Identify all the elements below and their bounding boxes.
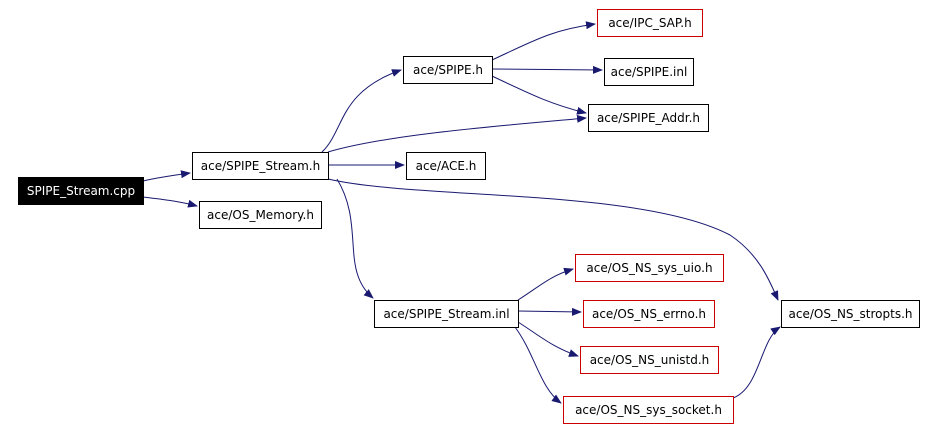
node-box (199, 201, 322, 229)
node-label: ace/SPIPE.h (413, 63, 483, 77)
edge-spipe-h-to-ipc-sap-h (491, 21, 596, 61)
edge-spipe-h-to-spipe-inl (491, 65, 603, 74)
node-box (403, 56, 493, 84)
node-spipe-stream-h[interactable]: ace/SPIPE_Stream.h (192, 152, 329, 180)
edge-spipe-stream-inl-to-os-ns-sys-uio-h (517, 267, 574, 301)
node-label: ace/OS_NS_sys_socket.h (575, 403, 722, 417)
edge-spipe-stream-inl-to-os-ns-errno-h (517, 307, 582, 316)
node-spipe-stream-cpp: SPIPE_Stream.cpp (18, 177, 144, 205)
edges-layer (142, 21, 781, 404)
node-spipe-h[interactable]: ace/SPIPE.h (403, 56, 493, 84)
node-box (588, 104, 709, 132)
edge-spipe-stream-cpp-to-os-memory-h (142, 196, 198, 208)
node-box (580, 346, 719, 374)
node-box (192, 152, 329, 180)
node-box (597, 9, 703, 37)
node-spipe-stream-inl[interactable]: ace/SPIPE_Stream.inl (374, 300, 519, 328)
node-os-ns-unistd-h[interactable]: ace/OS_NS_unistd.h (580, 346, 719, 374)
node-label: ace/IPC_SAP.h (608, 16, 691, 30)
node-box (604, 58, 694, 86)
edge-spipe-stream-cpp-to-spipe-stream-h (142, 170, 191, 182)
node-label: ace/SPIPE_Stream.inl (383, 307, 509, 321)
node-box (374, 300, 519, 328)
node-label: ace/ACE.h (416, 159, 477, 173)
node-ipc-sap-h[interactable]: ace/IPC_SAP.h (597, 9, 703, 37)
node-label: ace/OS_NS_stropts.h (789, 307, 913, 321)
edge-spipe-stream-inl-to-os-ns-sys-socket-h (514, 326, 562, 404)
node-box (781, 300, 920, 328)
edge-spipe-stream-h-to-spipe-stream-inl (336, 178, 374, 299)
node-box (583, 300, 715, 328)
edge-spipe-stream-h-to-spipe-addr-h (327, 114, 587, 153)
node-label: ace/OS_Memory.h (207, 208, 314, 222)
node-os-ns-sys-socket-h[interactable]: ace/OS_NS_sys_socket.h (563, 396, 734, 424)
node-box (406, 152, 486, 180)
node-ace-h[interactable]: ace/ACE.h (406, 152, 486, 180)
node-label: ace/SPIPE.inl (611, 65, 688, 79)
node-os-ns-sys-uio-h[interactable]: ace/OS_NS_sys_uio.h (575, 254, 724, 282)
node-box (575, 254, 724, 282)
node-label: ace/SPIPE_Stream.h (201, 159, 320, 173)
node-label: ace/OS_NS_unistd.h (590, 353, 710, 367)
edge-spipe-h-to-spipe-addr-h (491, 75, 587, 115)
edge-spipe-stream-inl-to-os-ns-unistd-h (517, 321, 579, 357)
node-spipe-addr-h[interactable]: ace/SPIPE_Addr.h (588, 104, 709, 132)
node-label: ace/OS_NS_errno.h (592, 307, 706, 321)
node-os-ns-errno-h[interactable]: ace/OS_NS_errno.h (583, 300, 715, 328)
node-label: SPIPE_Stream.cpp (27, 184, 135, 198)
edge-spipe-stream-h-to-os-ns-stropts-h (327, 178, 779, 301)
node-spipe-inl[interactable]: ace/SPIPE.inl (604, 58, 694, 86)
node-os-memory-h[interactable]: ace/OS_Memory.h (199, 201, 322, 229)
node-os-ns-stropts-h[interactable]: ace/OS_NS_stropts.h (781, 300, 920, 328)
node-box (18, 177, 144, 205)
nodes-layer: SPIPE_Stream.cpp ace/SPIPE_Stream.h ace/OS… (18, 9, 920, 424)
node-box (563, 396, 734, 424)
node-label: ace/SPIPE_Addr.h (597, 111, 700, 125)
node-label: ace/OS_NS_sys_uio.h (586, 261, 712, 275)
edge-spipe-stream-h-to-spipe-h (321, 69, 402, 153)
edge-os-ns-sys-socket-h-to-os-ns-stropts-h (732, 326, 781, 399)
